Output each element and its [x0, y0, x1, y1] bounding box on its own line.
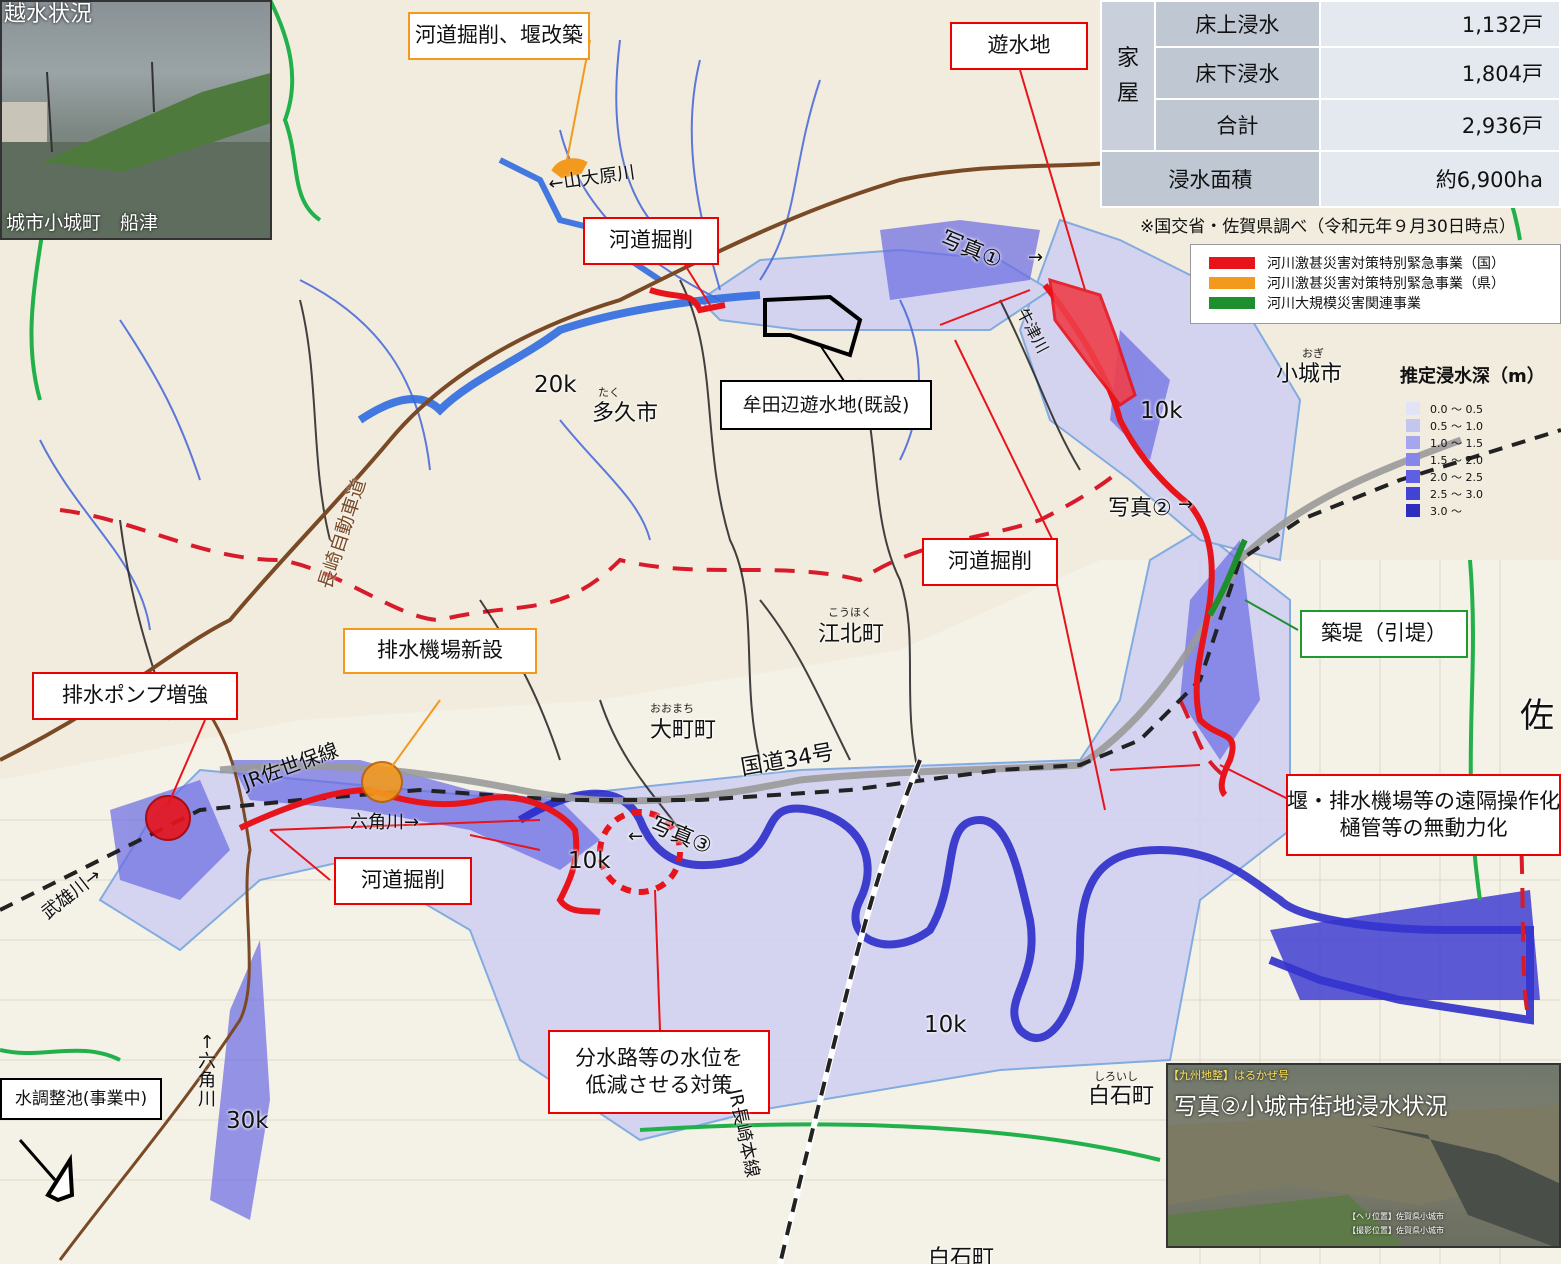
place-shiroishi: 白石町 — [1088, 1084, 1155, 1109]
regulating-pond-outline — [45, 1153, 75, 1203]
depth-item: 2.5 ～ 3.0 — [1406, 485, 1561, 502]
depth-item: 1.5 ～ 2.0 — [1406, 451, 1561, 468]
project-orange-weir — [551, 158, 588, 179]
project-red-north — [649, 287, 726, 314]
project-legend: 河川激甚災害対策特別緊急事業（国） 河川激甚災害対策特別緊急事業（県） 河川大規… — [1190, 244, 1561, 324]
jr-sasebo-line — [0, 428, 1561, 912]
legend-item-disaster: 河川大規模災害関連事業 — [1209, 293, 1560, 313]
photo1-scene — [2, 61, 270, 238]
km-post-20k: 20k — [534, 372, 577, 398]
river-rokkaku-vertical: ↑ 六 角 川 — [198, 1032, 216, 1110]
legend-item-national: 河川激甚災害対策特別緊急事業（国） — [1209, 253, 1560, 273]
depth-legend-title: 推定浸水深（m） — [1400, 366, 1545, 387]
photo2-ogi-flood: 【九州地整】はるかぜ号 写真②小城市街地浸水状況 【ヘリ位置】佐賀県小城市 【撮… — [1166, 1063, 1561, 1248]
diversion-circle — [597, 809, 683, 895]
row-label-below-floor: 床下浸水 — [1154, 46, 1321, 100]
mutabe-retention-outline — [763, 294, 863, 358]
area-label: 浸水面積 — [1100, 150, 1321, 208]
depth-item: 2.0 ～ 2.5 — [1406, 468, 1561, 485]
callout-pump-station-new: 排水機場新設 — [343, 628, 537, 674]
photo1-title: 越水状況 — [4, 2, 93, 27]
depth-item: 0.5 ～ 1.0 — [1406, 417, 1561, 434]
place-taku: 多久市 — [592, 401, 659, 426]
callout-excavation-weir: 河道掘削、堰改築 — [408, 12, 590, 60]
row-label-above-floor: 床上浸水 — [1154, 0, 1321, 48]
callout-mutabe-retention: 牟田辺遊水地(既設) — [720, 380, 932, 430]
pump-new-marker — [361, 761, 403, 803]
photo2-broadcast-tag: 【九州地整】はるかぜ号 — [1168, 1069, 1289, 1082]
callout-retention-area: 遊水地 — [950, 22, 1088, 70]
km-post-30k: 30k — [226, 1108, 269, 1134]
photo1-flood-situation: 越水状況 城市小城町 船津 — [0, 0, 272, 240]
callout-excavation-south: 河道掘削 — [334, 857, 472, 905]
callout-embankment: 築堤（引堤） — [1300, 610, 1468, 658]
area-value: 約6,900ha — [1318, 150, 1561, 208]
expressway-line — [0, 148, 1301, 762]
km-post-10k-south: 10k — [568, 848, 611, 874]
place-kohoku: 江北町 — [818, 622, 885, 647]
house-group-label: 家 屋 — [1100, 0, 1156, 152]
place-ogi: 小城市 — [1276, 362, 1343, 387]
depth-item: 1.0 ～ 1.5 — [1406, 434, 1561, 451]
pump-reinforce-marker — [145, 795, 191, 841]
depth-item: 0.0 ～ 0.5 — [1406, 400, 1561, 417]
row-label-total: 合計 — [1154, 98, 1321, 152]
project-red-east — [1042, 283, 1236, 798]
callout-remote-control: 堰・排水機場等の遠隔操作化 樋管等の無動力化 — [1286, 774, 1561, 856]
photo2-scene — [1168, 1105, 1559, 1246]
photo2-caption-2: 【撮影位置】佐賀県小城市 — [1348, 1226, 1444, 1235]
photo1-caption: 城市小城町 船津 — [6, 212, 159, 234]
place-sa: 佐 — [1520, 696, 1554, 736]
survey-note: ※国交省・佐賀県調べ（令和元年９月30日時点） — [1140, 217, 1516, 237]
damage-table: 家 屋 床上浸水 1,132戸 床下浸水 1,804戸 合計 2,936戸 浸水… — [1100, 0, 1561, 208]
legend-swatch-green — [1209, 297, 1255, 309]
row-value-below-floor: 1,804戸 — [1318, 46, 1561, 100]
row-value-total: 2,936戸 — [1318, 98, 1561, 152]
callout-diversion: 分水路等の水位を 低減させる対策 — [548, 1030, 770, 1114]
photo2-title: 写真②小城市街地浸水状況 — [1174, 1094, 1448, 1120]
photo-mark-2-arrow: → — [1178, 494, 1194, 515]
callout-excavation-east: 河道掘削 — [922, 538, 1058, 586]
legend-swatch-orange — [1209, 277, 1255, 289]
km-post-10k-ogi: 10k — [1140, 398, 1183, 424]
km-post-10k-meander: 10k — [924, 1012, 967, 1038]
callout-pump-reinforce: 排水ポンプ増強 — [32, 672, 238, 720]
photo-mark-1-arrow: → — [1028, 247, 1044, 268]
photo-mark-2: 写真② — [1108, 496, 1172, 521]
photo2-caption-1: 【ヘリ位置】佐賀県小城市 — [1348, 1212, 1444, 1221]
rokkaku-river — [517, 789, 1534, 1042]
legend-swatch-red — [1209, 257, 1255, 269]
retention-area-red — [1048, 277, 1137, 408]
legend-item-prefecture: 河川激甚災害対策特別緊急事業（県） — [1209, 273, 1560, 293]
project-red-south — [238, 786, 601, 915]
route34-line — [219, 436, 1463, 805]
row-value-above-floor: 1,132戸 — [1318, 0, 1561, 48]
project-green — [1207, 538, 1248, 617]
upstream-flood-channel — [357, 291, 761, 424]
callout-excavation-north: 河道掘削 — [583, 217, 719, 265]
callout-regulating-pond: 水調整池(事業中) — [0, 1078, 162, 1120]
place-omachi: 大町町 — [650, 718, 717, 743]
depth-legend: 推定浸水深（m） 0.0 ～ 0.5 0.5 ～ 1.0 1.0 ～ 1.5 1… — [1400, 362, 1561, 552]
depth-item: 3.0 ～ — [1406, 502, 1561, 519]
place-shiroishi-south: 白石町 — [928, 1246, 995, 1264]
photo-mark-3-arrow: ← — [628, 826, 644, 847]
river-rokkaku: 六角川→ — [350, 812, 420, 833]
